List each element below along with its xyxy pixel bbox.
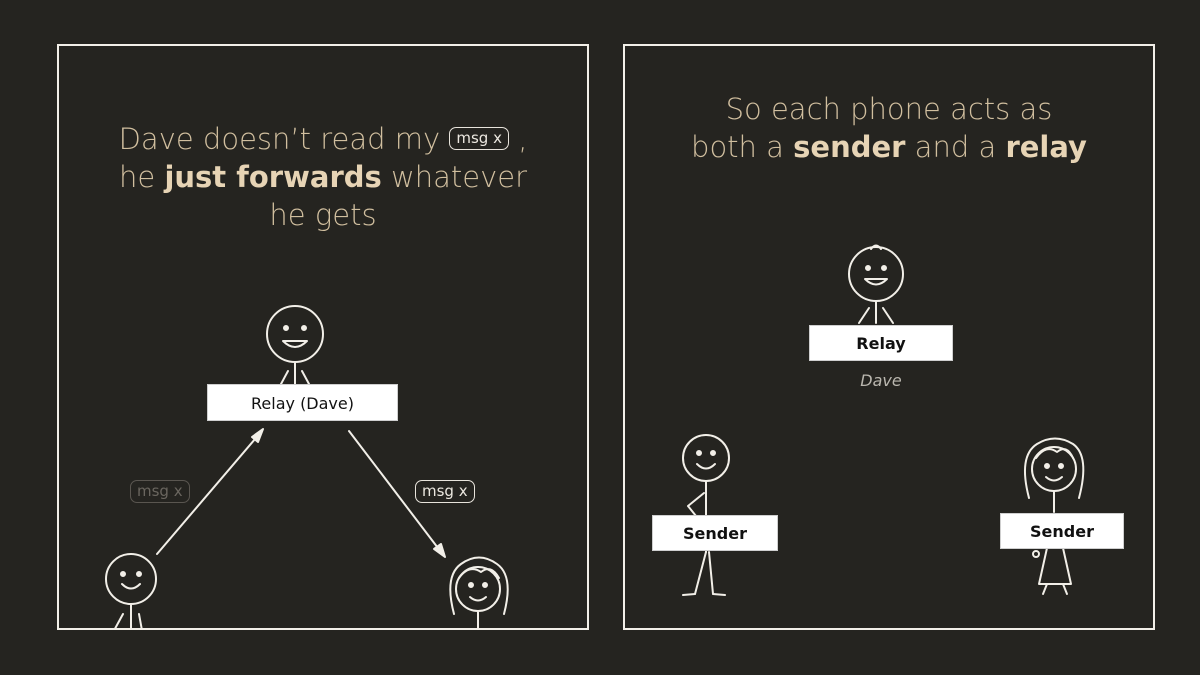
- msg-pill-inline: msg x: [449, 126, 509, 150]
- msg-pill-faded: msg x: [130, 480, 190, 503]
- right-caption-relay: relay: [1005, 130, 1087, 164]
- sender-right-label: Sender: [1000, 513, 1124, 549]
- arrow-down-right: [348, 430, 446, 558]
- right-caption-line1: So each phone acts as: [725, 92, 1053, 126]
- right-caption-both: both a: [691, 130, 784, 164]
- sender-left-label-text: Sender: [683, 524, 747, 543]
- caption-line2-bold: just forwards: [164, 160, 382, 194]
- msg-pill-forwarded: msg x: [415, 480, 475, 503]
- left-panel: Dave doesn’t read my msg x , he just for…: [57, 44, 589, 630]
- caption-line2-rest: whatever: [391, 160, 528, 194]
- sender-right-label-text: Sender: [1030, 522, 1094, 541]
- right-caption-and: and a: [914, 130, 997, 164]
- sender-left-label: Sender: [652, 515, 778, 551]
- caption-line3: he gets: [269, 198, 377, 232]
- left-caption: Dave doesn’t read my msg x , he just for…: [59, 120, 587, 234]
- relay-name-dave: Dave: [860, 371, 902, 390]
- relay-dave-label: Relay (Dave): [207, 384, 398, 421]
- caption-line1-text: Dave doesn’t read my: [118, 122, 441, 156]
- relay-label-text: Relay: [856, 334, 906, 353]
- relay-dave-label-text: Relay (Dave): [251, 394, 354, 413]
- sender-right-girl-stick-figure: [1023, 437, 1085, 595]
- right-caption: So each phone acts as both a sender and …: [625, 90, 1153, 166]
- right-panel: So each phone acts as both a sender and …: [623, 44, 1155, 630]
- relay-label: Relay: [809, 325, 953, 361]
- caption-line1-comma: ,: [518, 122, 528, 156]
- caption-line2-he: he: [118, 160, 156, 194]
- arrow-up-right: [156, 428, 264, 555]
- sender-left-stick-figure: [105, 553, 157, 628]
- left-figures: [105, 305, 509, 628]
- right-caption-sender: sender: [793, 130, 906, 164]
- relay-dave-stick-figure: [848, 244, 904, 324]
- receiver-girl-stick-figure: [449, 556, 509, 628]
- dave-stick-figure: [266, 305, 324, 385]
